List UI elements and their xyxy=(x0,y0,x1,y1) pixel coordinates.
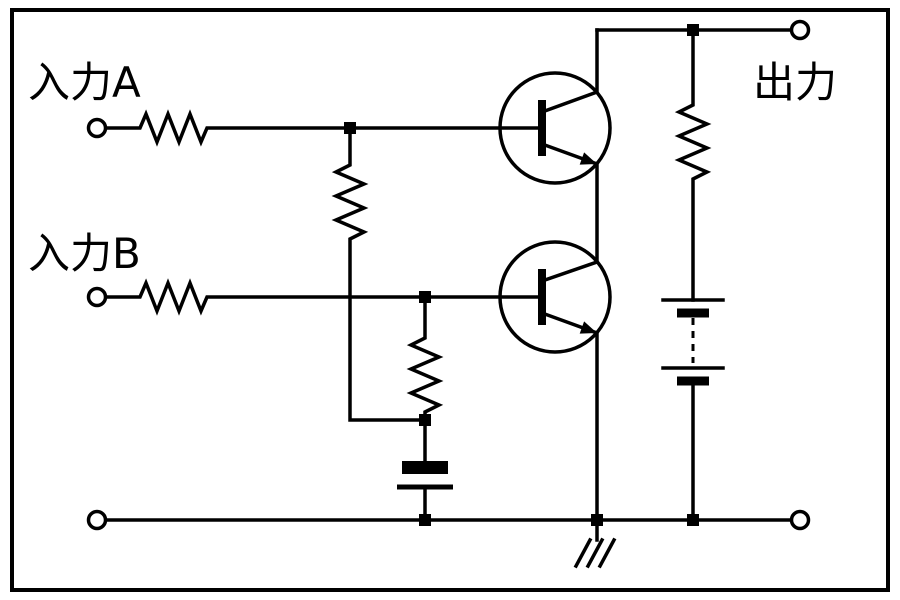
node-input-a-junction xyxy=(344,122,356,134)
transistor-q1-collector xyxy=(539,28,599,115)
node-divider-junction xyxy=(419,414,431,426)
ground-slash-1 xyxy=(573,537,593,569)
resistor-base-divider xyxy=(331,132,427,422)
capacitor-plate-thick xyxy=(402,461,448,474)
resistor-load xyxy=(674,32,712,302)
node-bottom-emitter xyxy=(591,514,603,526)
input-b-label: 入力B xyxy=(28,229,141,278)
transistor-q1-emitter-arrow-icon xyxy=(579,152,597,165)
transistor-q2-emitter-arrow-icon xyxy=(579,321,597,334)
diagram-border xyxy=(10,8,890,592)
node-bottom-battery xyxy=(687,514,699,526)
input-a-label: 入力A xyxy=(28,58,141,107)
battery-multicell xyxy=(661,298,725,522)
common-terminal-bottom-right xyxy=(789,509,811,531)
ground-symbol xyxy=(573,522,617,569)
node-bottom-capacitor xyxy=(419,514,431,526)
ground-slash-2 xyxy=(585,537,605,569)
output-terminal-top-right xyxy=(789,19,811,41)
resistor-input-b xyxy=(103,278,544,316)
node-output-junction xyxy=(687,24,699,36)
input-a-terminal xyxy=(86,117,108,139)
node-input-b-junction xyxy=(419,291,431,303)
resistor-emitter-branch xyxy=(406,301,444,463)
input-b-terminal xyxy=(86,286,108,308)
resistor-input-a xyxy=(103,109,544,147)
common-terminal-left xyxy=(86,509,108,531)
ground-slash-3 xyxy=(597,537,617,569)
transistor-q2-collector xyxy=(539,259,600,284)
output-label: 出力 xyxy=(753,58,837,107)
